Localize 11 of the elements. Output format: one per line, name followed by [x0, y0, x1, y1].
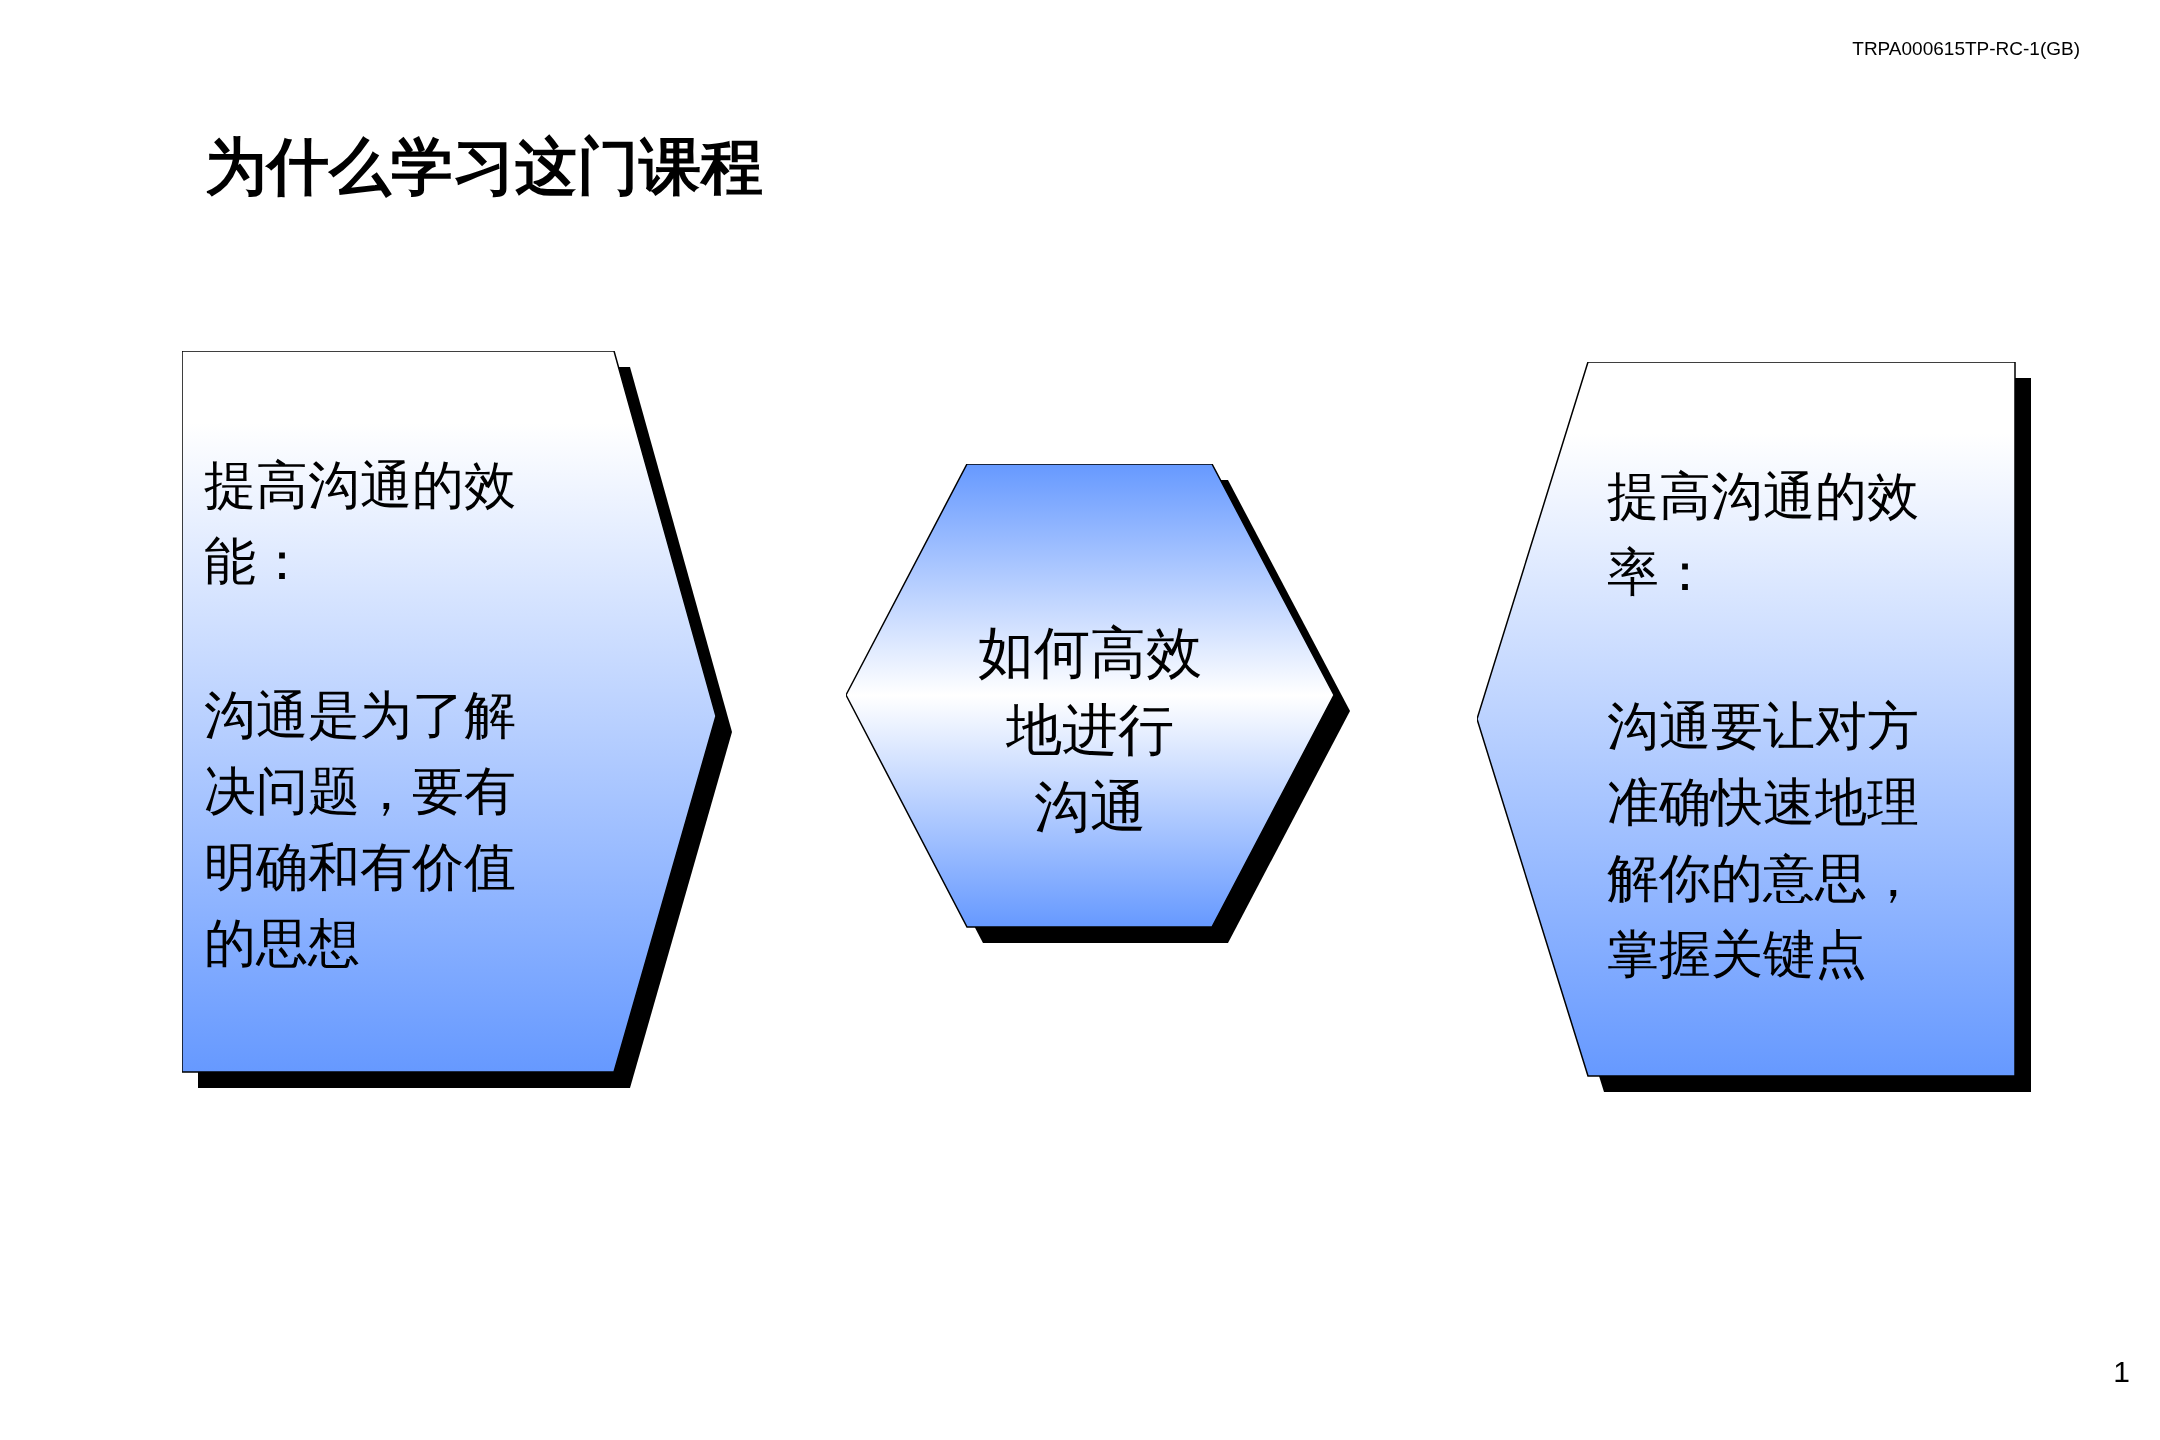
panel-text: 如何高效地进行沟通 — [977, 619, 1203, 841]
chevron-panel — [182, 351, 732, 1088]
hexagon-panel — [846, 464, 1350, 943]
document-code: TRPA000615TP-RC-1(GB) — [1852, 38, 2080, 60]
panel-heading: 提高沟通的效能： — [204, 454, 517, 593]
page-number: 1 — [2113, 1355, 2130, 1389]
panel-heading: 提高沟通的效率： — [1607, 465, 1920, 604]
arrow-panel — [1477, 362, 2031, 1092]
slide-title: 为什么学习这门课程 — [205, 129, 763, 205]
panel-text: 沟通要让对方准确快速地理解你的意思，掌握关键点 — [1607, 695, 1920, 986]
panel-text: 沟通是为了解决问题，要有明确和有价值的思想 — [204, 684, 517, 975]
